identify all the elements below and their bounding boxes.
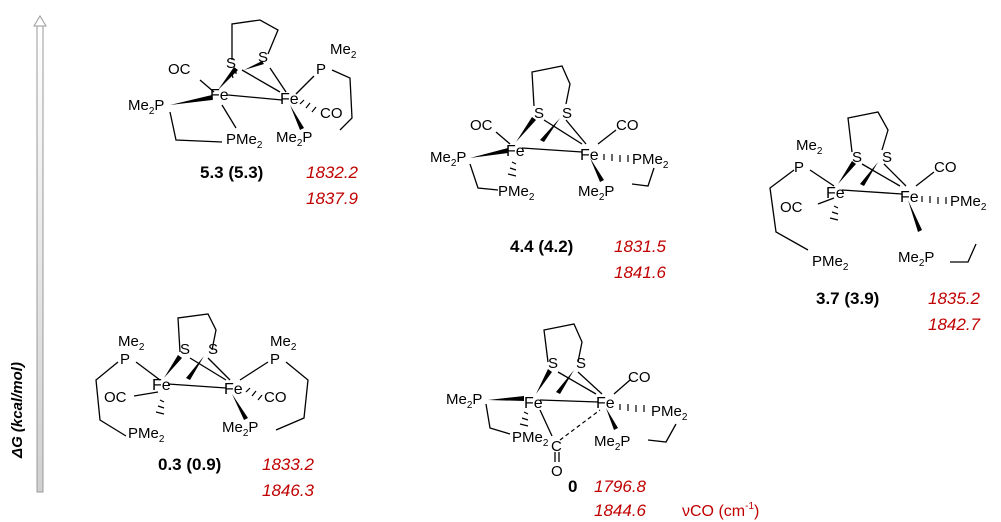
- ligand-me2: Me2: [118, 333, 145, 353]
- structure-isomer-2: [469, 65, 655, 191]
- axis-label: ΔG (kcal/mol): [9, 362, 26, 459]
- atom-s: S: [852, 149, 862, 166]
- atom-s: S: [258, 49, 268, 66]
- structure-isomer-3: [769, 111, 977, 263]
- ligand-pme2: PMe2: [651, 403, 688, 423]
- vco-frequency-2: 1841.6: [614, 263, 667, 282]
- vco-frequency-2: 1846.3: [262, 481, 315, 500]
- ligand-me2: Me2: [796, 137, 823, 157]
- atom-s: S: [180, 341, 190, 358]
- atom-s: S: [882, 149, 892, 166]
- vco-frequency-1: 1832.2: [306, 163, 359, 182]
- ligand-me2: Me2: [330, 41, 357, 61]
- vco-frequency-1: 1796.8: [594, 477, 647, 496]
- structure-isomer-1: [169, 19, 353, 143]
- ligand-pme2: PMe2: [632, 151, 669, 171]
- atom-fe-right: Fe: [900, 189, 919, 206]
- structure-isomer-5: [485, 323, 677, 462]
- ligand-pme2: PMe2: [512, 429, 549, 449]
- vco-legend: νCO (cm-1): [682, 501, 759, 520]
- ligand-p: P: [120, 351, 130, 368]
- ligand-co: CO: [264, 389, 287, 406]
- ligand-oc: OC: [470, 117, 493, 134]
- atom-fe-right: Fe: [596, 395, 615, 412]
- bridging-co-carbon: C: [551, 438, 562, 455]
- energy-value: 5.3 (5.3): [200, 163, 263, 182]
- atom-fe-left: Fe: [506, 143, 525, 160]
- ligand-pme2: PMe2: [812, 253, 849, 273]
- ligand-pme2: PMe2: [950, 193, 987, 213]
- energy-value: 0: [568, 477, 577, 496]
- vco-frequency-1: 1835.2: [928, 289, 981, 308]
- atom-fe-right: Fe: [224, 381, 243, 398]
- atom-s: S: [208, 341, 218, 358]
- atom-s: S: [562, 105, 572, 122]
- ligand-co: CO: [616, 117, 639, 134]
- atom-fe-right: Fe: [280, 91, 299, 108]
- atom-fe-right: Fe: [580, 147, 599, 164]
- energy-value: 3.7 (3.9): [816, 289, 879, 308]
- structure-isomer-4: [95, 313, 309, 437]
- vco-frequency-2: 1837.9: [306, 189, 359, 208]
- vco-frequency-1: 1833.2: [262, 455, 315, 474]
- bridging-co-oxygen: O: [551, 463, 563, 480]
- atom-fe-left: Fe: [524, 395, 543, 412]
- ligand-oc: OC: [780, 199, 803, 216]
- ligand-p: P: [316, 61, 326, 78]
- atom-s: S: [226, 55, 236, 72]
- ligand-me2p: Me2P: [446, 391, 482, 411]
- energy-value: 4.4 (4.2): [510, 237, 573, 256]
- ligand-me2p: Me2P: [128, 97, 164, 117]
- atom-fe-left: Fe: [210, 87, 229, 104]
- ligand-oc: OC: [168, 61, 191, 78]
- atom-fe-left: Fe: [152, 377, 171, 394]
- ligand-pme2: PMe2: [498, 183, 535, 203]
- ligand-p: P: [270, 351, 280, 368]
- atom-fe-left: Fe: [826, 185, 845, 202]
- atom-s: S: [576, 355, 586, 372]
- ligand-me2p: Me2P: [222, 419, 258, 439]
- vco-frequency-1: 1831.5: [614, 237, 667, 256]
- energy-value: 0.3 (0.9): [158, 455, 221, 474]
- ligand-co: CO: [934, 159, 957, 176]
- ligand-me2p: Me2P: [430, 149, 466, 169]
- ligand-me2p: Me2P: [276, 129, 312, 149]
- ligand-p: P: [794, 159, 804, 176]
- atom-s: S: [548, 355, 558, 372]
- ligand-me2p: Me2P: [578, 183, 614, 203]
- vco-frequency-2: 1842.7: [928, 315, 981, 334]
- ligand-me2p: Me2P: [898, 249, 934, 269]
- ligand-co: CO: [628, 369, 651, 386]
- ligand-me2: Me2: [270, 333, 297, 353]
- ligand-pme2: PMe2: [128, 425, 165, 445]
- atom-s: S: [534, 105, 544, 122]
- ligand-me2p: Me2P: [594, 433, 630, 453]
- ligand-pme2: PMe2: [226, 131, 263, 151]
- vco-frequency-2: 1844.6: [594, 501, 647, 520]
- ligand-oc: OC: [104, 389, 127, 406]
- ligand-co: CO: [320, 105, 343, 122]
- energy-axis-arrow: [33, 15, 47, 493]
